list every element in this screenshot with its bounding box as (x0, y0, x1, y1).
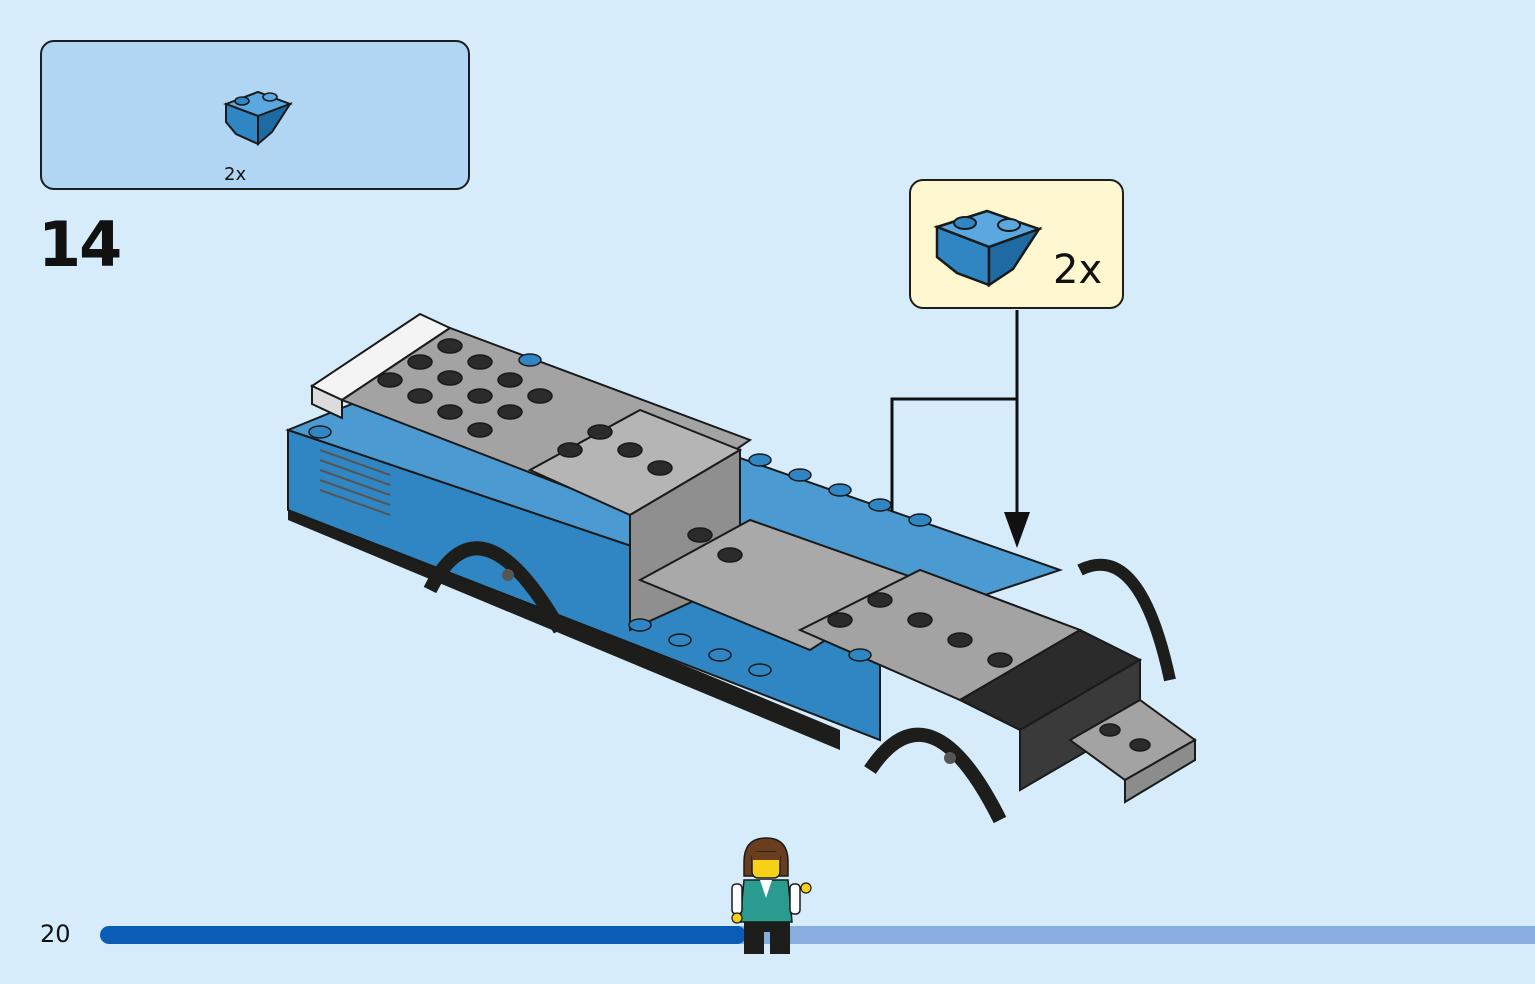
progress-fill (100, 926, 746, 944)
blue-inverted-slope-brick-icon (933, 209, 1043, 288)
parts-quantity: 2x (224, 164, 247, 185)
callout-quantity: 2x (1053, 247, 1103, 293)
rear-wheel-arch (864, 727, 1007, 824)
car-chassis-model (285, 312, 1197, 824)
parts-list-box: 2x (40, 40, 470, 190)
progress-bar (100, 926, 1535, 944)
step-number: 14 (38, 208, 122, 281)
front-wheel-arch (423, 541, 567, 634)
blue-inverted-slope-brick-icon (223, 90, 293, 147)
grille (319, 449, 391, 516)
far-rear-wheel-arch (1077, 558, 1176, 682)
page-number: 20 (40, 920, 71, 948)
blue-studs (308, 353, 932, 677)
studs (377, 338, 1151, 752)
minifigure-progress-marker (731, 837, 812, 954)
callout-box: 2x (909, 179, 1124, 309)
